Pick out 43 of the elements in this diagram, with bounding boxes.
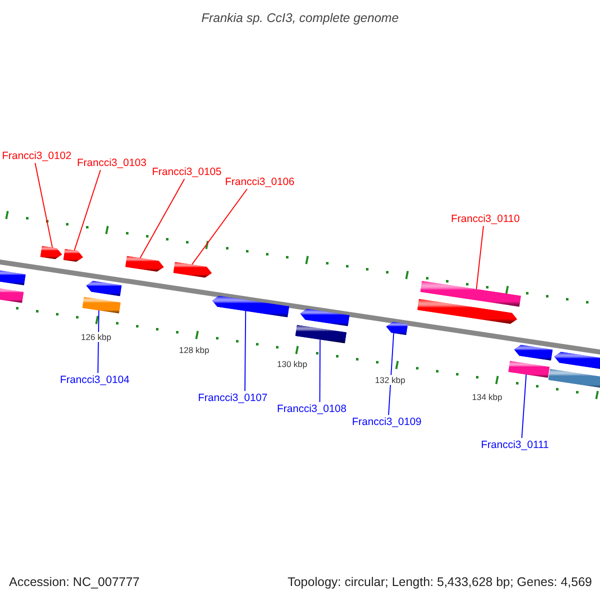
- leader-line: [74, 170, 101, 251]
- gene-feature: [40, 246, 62, 260]
- scale-label: 134 kbp: [471, 392, 504, 402]
- gene-feature: [386, 322, 408, 335]
- gene-label: Francci3_0108: [277, 403, 346, 415]
- gene-label: Francci3_0103: [77, 157, 146, 169]
- leader-line: [34, 162, 53, 248]
- gene-feature: [173, 262, 212, 278]
- gene-feature: [548, 369, 600, 389]
- gene-feature: [63, 249, 83, 262]
- scale-label: 126 kbp: [80, 332, 112, 342]
- gene-label: Francci3_0104: [60, 374, 130, 386]
- title: Frankia sp. CcI3, complete genome: [200, 11, 400, 25]
- leader-line: [388, 332, 394, 416]
- gene-feature: [125, 256, 164, 272]
- scale-label: 132 kbp: [374, 375, 406, 385]
- leader-line: [191, 188, 248, 266]
- scale-label: 130 kbp: [276, 359, 308, 369]
- gene-label: Francci3_0109: [352, 416, 422, 428]
- gene-label: Francci3_0110: [451, 213, 520, 225]
- leader-line: [476, 226, 484, 290]
- gene-label: Francci3_0107: [198, 392, 268, 404]
- leader-line: [521, 374, 527, 438]
- gene-label: Francci3_0106: [225, 176, 294, 188]
- gene-feature: [82, 297, 121, 314]
- gene-feature: [554, 352, 600, 371]
- leader-line: [319, 339, 321, 402]
- scale-label: 128 kbp: [178, 345, 210, 355]
- gene-feature: [508, 361, 550, 378]
- gene-label: Francci3_0105: [152, 166, 222, 178]
- footer-text: Topology: circular; Length: 5,433,628 bp; Genes: 4,569: [288, 575, 592, 589]
- gene-feature: [0, 287, 24, 303]
- gene-feature: [86, 280, 122, 296]
- footer-text: Accession: NC_007777: [9, 575, 140, 589]
- gene-feature: [514, 344, 553, 360]
- gene-label: Francci3_0102: [2, 150, 72, 162]
- gene-feature: [300, 308, 350, 326]
- gene-feature: [0, 270, 26, 286]
- gene-feature: [417, 299, 518, 324]
- gene-feature: [295, 325, 346, 344]
- gene-feature: [212, 296, 290, 318]
- leader-line: [140, 178, 185, 258]
- gene-label: Francci3_0111: [481, 439, 549, 451]
